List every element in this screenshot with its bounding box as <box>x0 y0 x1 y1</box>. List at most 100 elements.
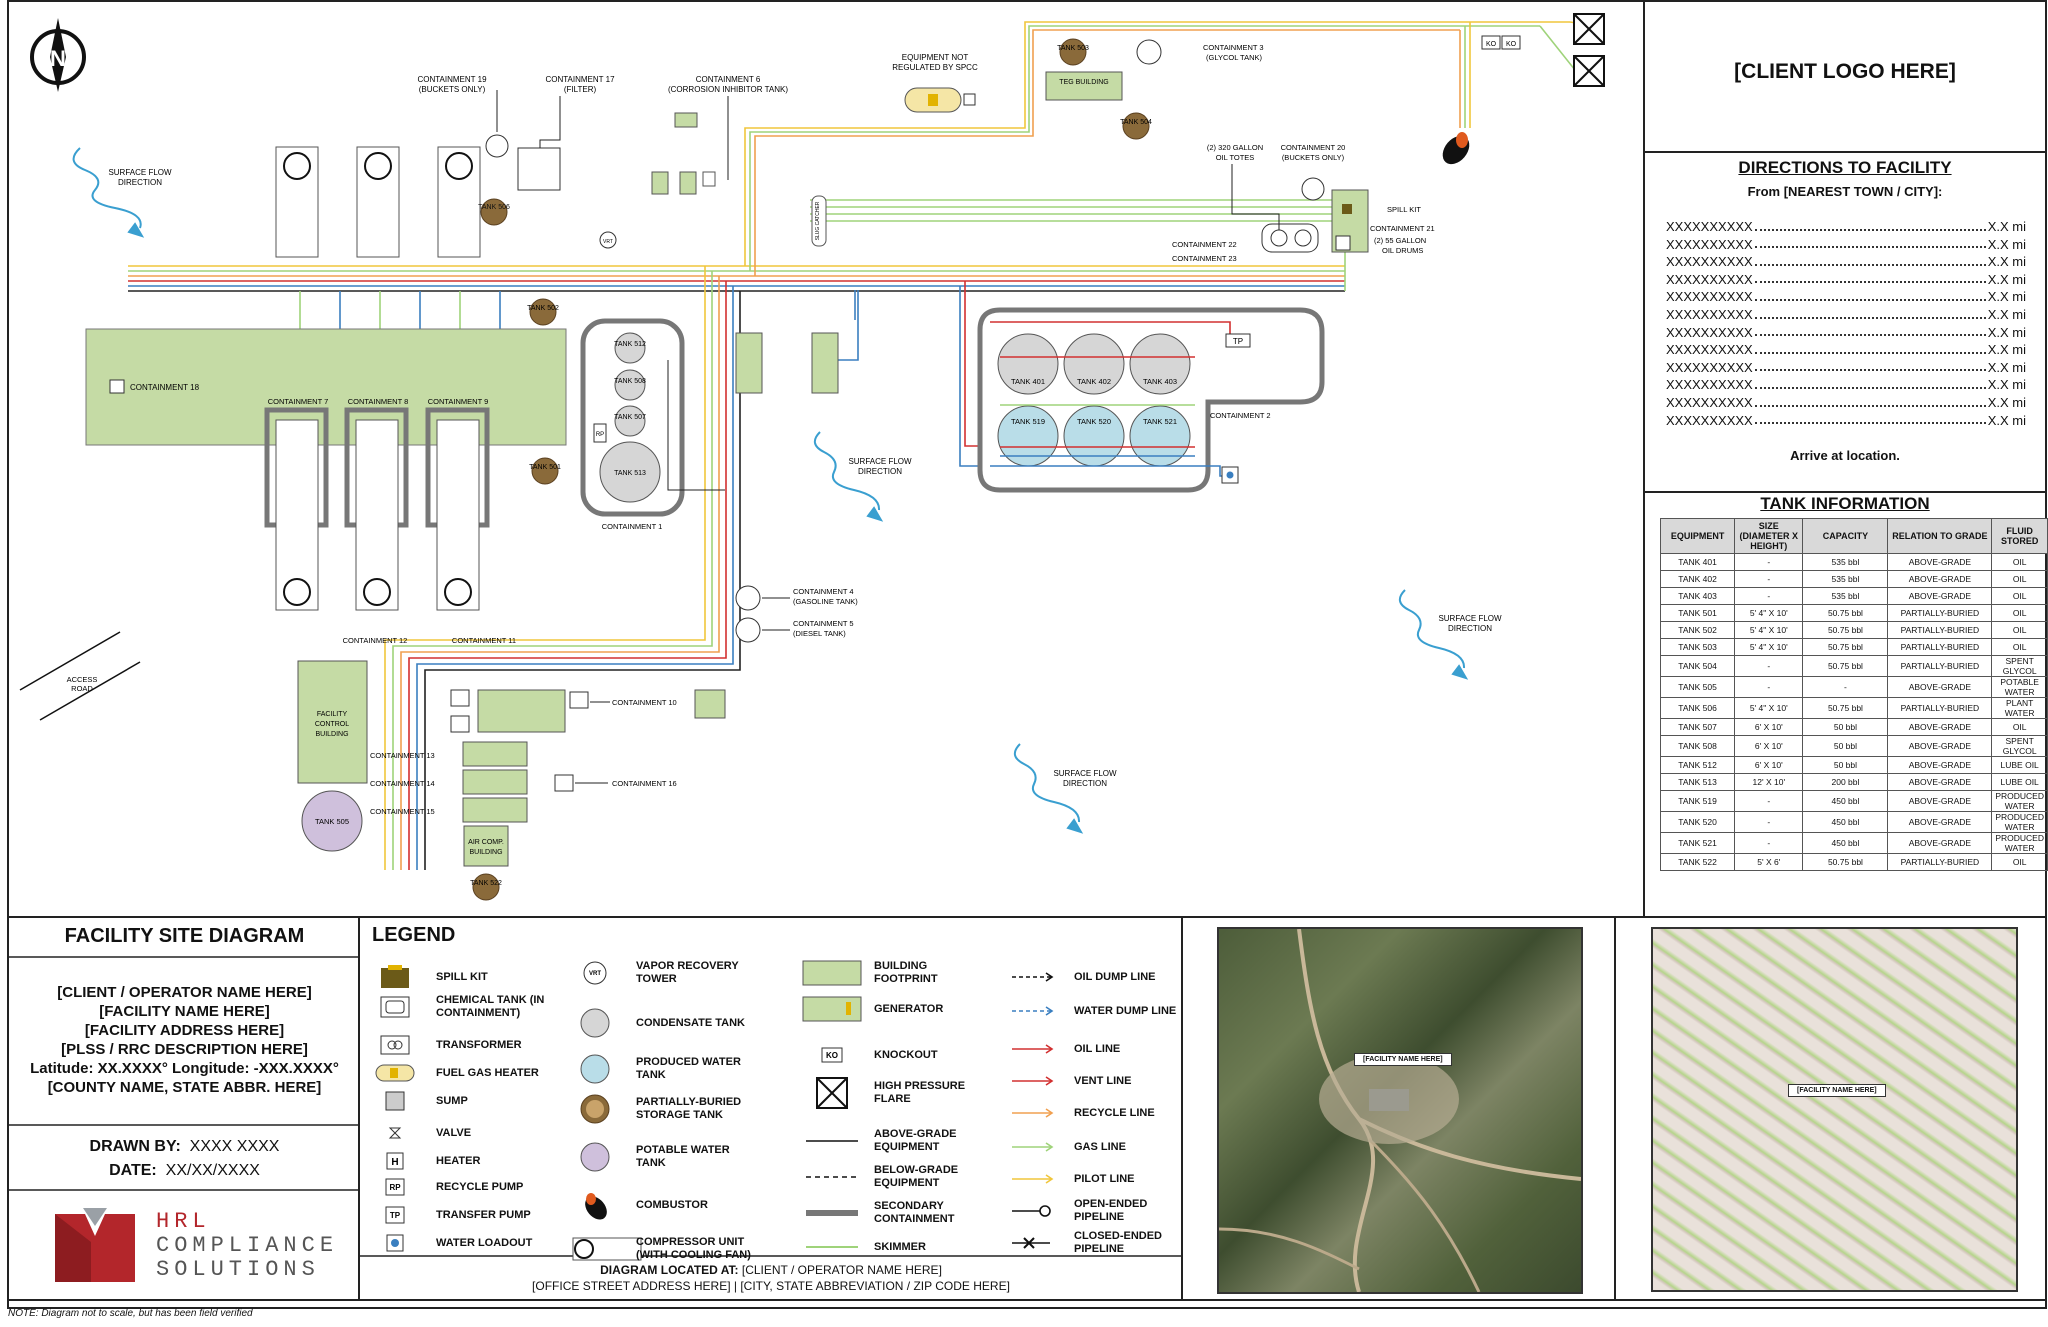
tank-table-cell: TANK 505 <box>1659 676 1736 698</box>
tank-table-header: CAPACITY <box>1802 518 1889 554</box>
tank-table-cell: PRODUCED WATER <box>1991 811 2048 833</box>
legend-item: CONDENSATE TANK <box>572 1008 751 1038</box>
tank-table-cell: OIL <box>1991 638 2048 656</box>
diagram-note: NOTE: Diagram not to scale, but has been… <box>8 1308 253 1319</box>
tank-table-cell: - <box>1734 570 1804 588</box>
tank-table-cell: PARTIALLY-BURIED <box>1887 638 1993 656</box>
legend-label: OIL DUMP LINE <box>1074 970 1156 983</box>
tank-table-cell: PARTIALLY-BURIED <box>1887 697 1993 719</box>
direction-step: XXXXXXXXXX <box>1666 271 1753 287</box>
company-logo <box>55 1208 135 1287</box>
satellite-map: [FACILITY NAME HERE] <box>1217 927 1583 1294</box>
located-line-2: [OFFICE STREET ADDRESS HERE] | [CITY, ST… <box>532 1279 1010 1293</box>
tank-503-label: TANK 503 <box>1057 45 1089 52</box>
direction-step: XXXXXXXXXX <box>1666 219 1753 234</box>
legend-label: COMBUSTOR <box>636 1198 708 1211</box>
tank-table-cell: PARTIALLY-BURIED <box>1887 604 1993 622</box>
tank-table-cell: TANK 504 <box>1659 655 1736 677</box>
svg-text:VRT: VRT <box>589 971 601 977</box>
tank-402-label: TANK 402 <box>1077 377 1111 386</box>
tank-table-header: RELATION TO GRADE <box>1887 518 1993 554</box>
containment-20-note: (BUCKETS ONLY) <box>1282 153 1345 162</box>
legend-item: GENERATOR <box>800 994 989 1024</box>
legend-label: BELOW-GRADE EQUIPMENT <box>874 1164 959 1189</box>
containment-16-label: CONTAINMENT 16 <box>612 779 677 788</box>
oil-totes-2: OIL TOTES <box>1216 153 1255 162</box>
containment-19-label: CONTAINMENT 19 <box>417 75 487 84</box>
legend-label: CONDENSATE TANK <box>636 1016 745 1029</box>
tank-520-label: TANK 520 <box>1077 417 1111 426</box>
transfer-pump-label: TP <box>1233 337 1243 346</box>
containment-14-label: CONTAINMENT 14 <box>370 779 435 788</box>
containment-10-label: CONTAINMENT 10 <box>612 698 677 707</box>
tank-table-cell: 535 bbl <box>1802 553 1889 571</box>
legend-item: COMPRESSOR UNIT (WITH COOLING FAN) <box>572 1234 751 1264</box>
company-logo-icon <box>55 1208 135 1282</box>
high-pressure-flare-icon <box>1573 13 1605 87</box>
company-line-2: COMPLIANCE <box>156 1233 339 1258</box>
tank-table-cell: ABOVE-GRADE <box>1887 790 1993 812</box>
direction-leader <box>1754 324 1986 337</box>
chemical-tank-icon <box>372 992 418 1022</box>
client-logo-placeholder: [CLIENT LOGO HERE] <box>1734 60 1956 83</box>
containment-4-label: CONTAINMENT 4 <box>793 587 854 596</box>
containment-8-label: CONTAINMENT 8 <box>348 397 409 406</box>
directions-title: DIRECTIONS TO FACILITY <box>1738 158 1952 177</box>
skimmer-icon <box>800 1232 864 1262</box>
equip-not-reg-1: EQUIPMENT NOT <box>902 53 969 62</box>
svg-text:H: H <box>391 1157 398 1168</box>
direction-step: XXXXXXXXXX <box>1666 306 1753 322</box>
legend-label: FUEL GAS HEATER <box>436 1066 539 1079</box>
tank-513-label: TANK 513 <box>614 470 646 477</box>
legend-item: COMBUSTOR <box>572 1190 751 1220</box>
drawn-by-label: DRAWN BY: <box>89 1138 181 1155</box>
access-road-1: ACCESS <box>67 675 98 684</box>
tank-table-cell: - <box>1734 832 1804 854</box>
direction-leader <box>1754 341 1986 354</box>
legend-label: VALVE <box>436 1126 472 1139</box>
direction-distance: X.X mi <box>1987 254 2026 270</box>
plss-description: [PLSS / RRC DESCRIPTION HERE] <box>61 1041 308 1058</box>
direction-leader <box>1754 253 1986 266</box>
tank-table-cell: 50 bbl <box>1802 756 1889 774</box>
company-name: HRL COMPLIANCE SOLUTIONS <box>156 1210 338 1282</box>
legend-item: PARTIALLY-BURIED STORAGE TANK <box>572 1094 751 1124</box>
tank-table-cell: - <box>1734 790 1804 812</box>
tank-512-label: TANK 512 <box>614 341 646 348</box>
potable-water-tank-icon <box>572 1142 618 1172</box>
tank-table-cell: 200 bbl <box>1802 773 1889 791</box>
tank-table-cell: 535 bbl <box>1802 587 1889 605</box>
building-footprint-icon <box>800 958 864 988</box>
tank-table-cell: TANK 522 <box>1659 853 1736 871</box>
surface-flow-direction-3: DIRECTION <box>1448 624 1492 633</box>
tank-table-cell: TANK 503 <box>1659 638 1736 656</box>
oil-totes-1: (2) 320 GALLON <box>1207 143 1263 152</box>
direction-step: XXXXXXXXXX <box>1666 394 1753 410</box>
air-comp-2: BUILDING <box>469 849 502 856</box>
surface-flow-label-4: SURFACE FLOW <box>1053 769 1117 778</box>
tank-table-cell: PARTIALLY-BURIED <box>1887 853 1993 871</box>
direction-step: XXXXXXXXXX <box>1666 254 1753 270</box>
direction-distance: X.X mi <box>1987 359 2026 375</box>
oil-dump-line-icon <box>1010 962 1056 992</box>
legend-label: KNOCKOUT <box>874 1048 938 1061</box>
secondary-containment-icon <box>800 1198 864 1228</box>
legend-item: CLOSED-ENDED PIPELINE <box>1010 1228 1189 1258</box>
tank-522-label: TANK 522 <box>470 880 502 887</box>
tank-table-cell: OIL <box>1991 604 2048 622</box>
direction-leader <box>1754 218 1986 231</box>
direction-row: XXXXXXXXXX X.X mi <box>1666 253 2026 271</box>
tank-table-header: EQUIPMENT <box>1659 518 1736 554</box>
legend-item: SKIMMER <box>800 1232 989 1262</box>
tank-info-title: TANK INFORMATION <box>1760 494 1930 513</box>
tank-501-label: TANK 501 <box>529 464 561 471</box>
legend-item: OPEN-ENDED PIPELINE <box>1010 1196 1189 1226</box>
legend-label: CLOSED-ENDED PIPELINE <box>1074 1230 1163 1255</box>
tank-table-cell: OIL <box>1991 718 2048 736</box>
tank-table-cell: OIL <box>1991 587 2048 605</box>
tank-table-cell: TANK 513 <box>1659 773 1736 791</box>
